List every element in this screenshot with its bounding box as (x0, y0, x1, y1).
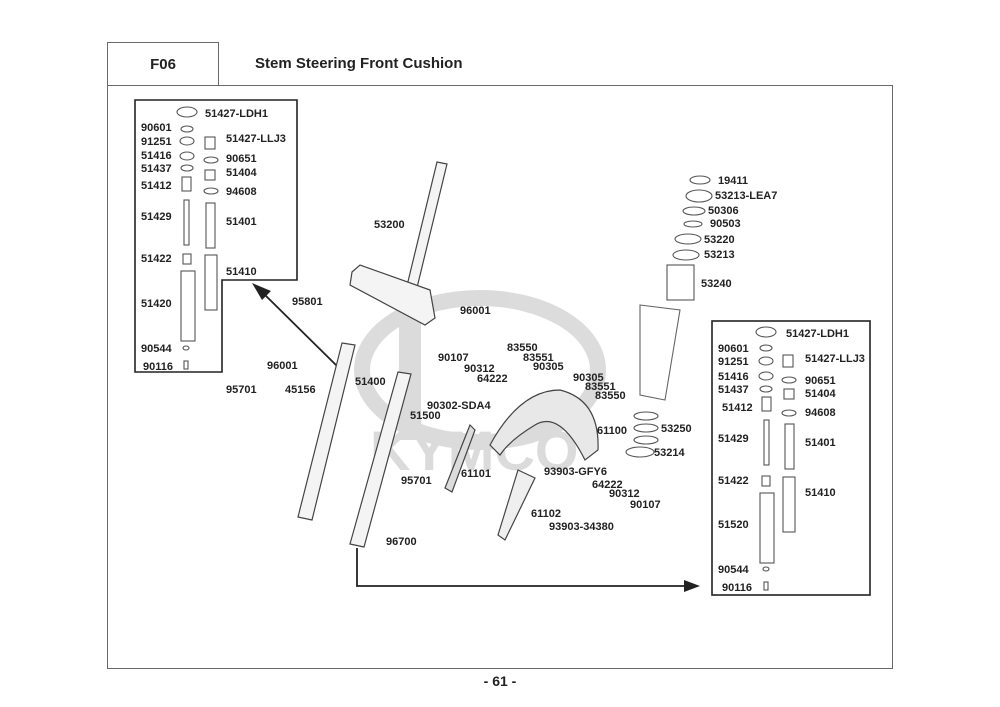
page-title: Stem Steering Front Cushion (255, 55, 463, 72)
part-label: 93903-GFY6 (544, 466, 607, 478)
part-label: 96001 (267, 360, 298, 372)
part-label: 90544 (141, 343, 172, 355)
arrow-to-right-inset (356, 548, 700, 592)
right-inset-labels: 51427-LDH1 90601 91251 51427-LLJ3 51416 … (718, 328, 865, 594)
part-label: 51427-LLJ3 (226, 133, 286, 145)
left-inset-parts (176, 106, 219, 370)
part-label: 90107 (630, 499, 661, 511)
part-label: 95701 (226, 384, 257, 396)
part-label: 51420 (141, 298, 172, 310)
part-label: 61101 (461, 468, 491, 480)
part-label: 90116 (143, 361, 173, 373)
part-label: 95801 (292, 296, 323, 308)
part-label: 90305 (573, 372, 604, 384)
left-inset-labels: 51427-LDH1 90601 91251 51427-LLJ3 51416 … (141, 108, 286, 373)
part-label: 91251 (141, 136, 172, 148)
part-label: 96700 (386, 536, 417, 548)
part-label: 83550 (507, 342, 538, 354)
frame-head-part (639, 304, 681, 401)
right-inset-border (711, 320, 871, 596)
main-part-labels: 53200 95801 96001 96001 95701 45156 5140… (226, 219, 692, 548)
part-label: 61102 (531, 508, 561, 520)
part-label: 51437 (718, 384, 749, 396)
part-label: 94608 (805, 407, 836, 419)
front-fender-part (489, 389, 599, 461)
part-label: 90651 (226, 153, 257, 165)
part-label: 90601 (718, 343, 749, 355)
fender-side-panel-61101 (444, 423, 476, 493)
part-label: 90601 (141, 122, 172, 134)
part-label: 91251 (718, 356, 749, 368)
part-label: 51427-LDH1 (786, 328, 849, 340)
part-label: 51437 (141, 163, 172, 175)
part-label: 90503 (710, 218, 741, 230)
part-label: 51401 (226, 216, 257, 228)
part-label: 51427-LDH1 (205, 108, 268, 120)
part-label: 53200 (374, 219, 405, 231)
part-label: 53250 (661, 423, 692, 435)
part-label: 19411 (718, 175, 748, 187)
part-label: 90544 (718, 564, 749, 576)
part-label: 51400 (355, 376, 386, 388)
part-label: 83550 (595, 390, 626, 402)
part-label: 51404 (226, 167, 257, 179)
part-label: 51427-LLJ3 (805, 353, 865, 365)
part-label: 51412 (141, 180, 172, 192)
fender-side-panel-61102 (497, 469, 536, 541)
part-label: 90312 (609, 488, 640, 500)
part-label: 90305 (533, 361, 564, 373)
left-inset-border (134, 99, 298, 373)
diagram-frame (107, 85, 893, 669)
part-label: 94608 (226, 186, 257, 198)
part-label: 51416 (141, 150, 172, 162)
part-label: 51410 (805, 487, 836, 499)
part-label: 51500 (410, 410, 441, 422)
part-label: 51429 (141, 211, 172, 223)
part-label: 51520 (718, 519, 749, 531)
part-label: 90302-SDA4 (427, 400, 491, 412)
right-inset-parts (755, 326, 797, 591)
arrow-to-left-inset (252, 283, 338, 367)
part-label: 45156 (285, 384, 316, 396)
part-label: 53220 (704, 234, 735, 246)
part-label: 51412 (722, 402, 753, 414)
part-label: 90116 (722, 582, 752, 594)
part-label: 95701 (401, 475, 432, 487)
bearing-stack-labels: 19411 53213-LEA7 50306 90503 53220 53213… (701, 175, 777, 290)
part-label: 51416 (718, 371, 749, 383)
steering-stem-part (349, 161, 448, 326)
part-label: 53214 (654, 447, 685, 459)
part-label: 83551 (523, 352, 554, 364)
part-label: 96001 (460, 305, 491, 317)
part-label: 53213-LEA7 (715, 190, 777, 202)
part-label: 90651 (805, 375, 836, 387)
part-label: 61100 (597, 425, 627, 437)
part-label: 64222 (592, 479, 623, 491)
fork-leg-right (349, 371, 412, 548)
part-label: 51422 (718, 475, 749, 487)
page-number: - 61 - (483, 673, 517, 689)
section-code: F06 (107, 42, 219, 86)
part-label: 51404 (805, 388, 836, 400)
part-label: 53213 (704, 249, 735, 261)
part-label: 90107 (438, 352, 469, 364)
section-code-text: F06 (150, 56, 176, 73)
part-label: 51401 (805, 437, 836, 449)
bearing-stack-drawing (625, 175, 713, 458)
part-label: 51429 (718, 433, 749, 445)
part-label: 83551 (585, 381, 616, 393)
part-label: 64222 (477, 373, 508, 385)
part-label: 53240 (701, 278, 732, 290)
part-label: 51410 (226, 266, 257, 278)
part-label: 93903-34380 (549, 521, 614, 533)
part-label: 50306 (708, 205, 739, 217)
part-label: 90312 (464, 363, 495, 375)
part-label: 51422 (141, 253, 172, 265)
fork-leg-left (297, 342, 356, 521)
